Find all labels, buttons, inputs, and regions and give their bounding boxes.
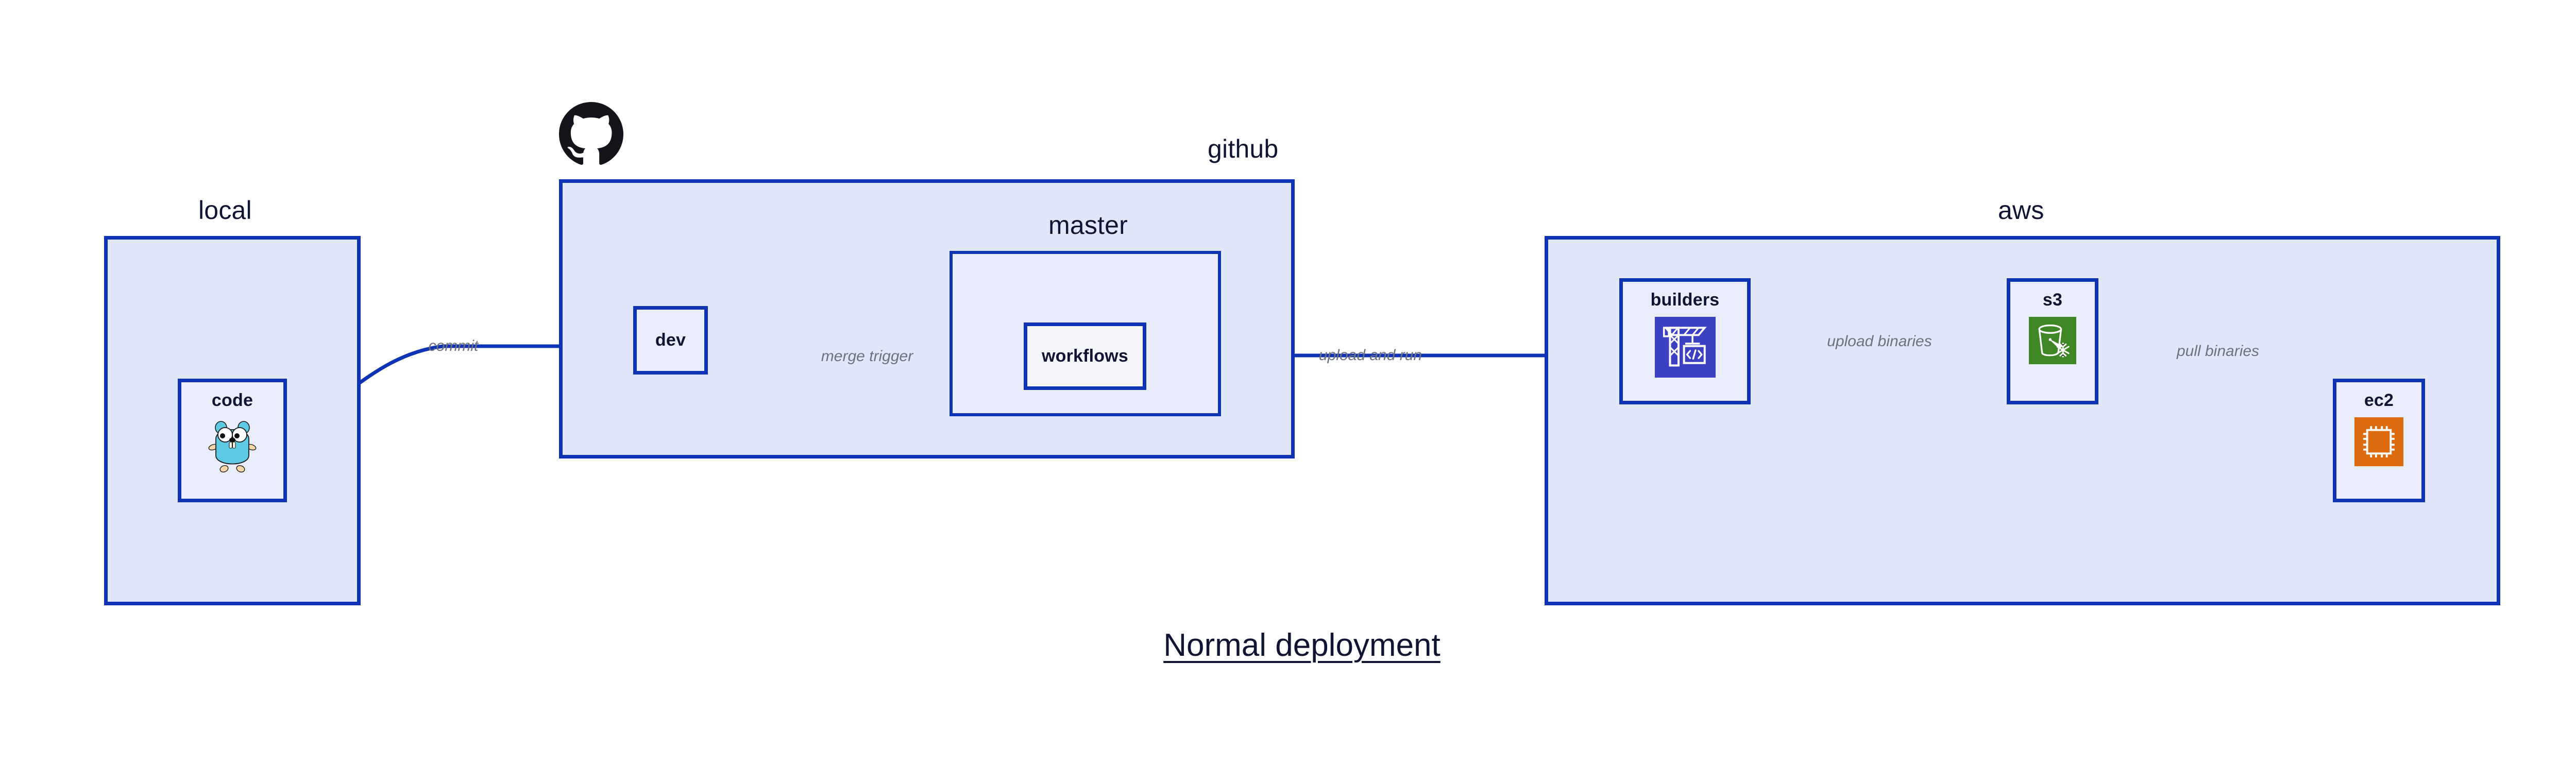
node-code[interactable]: code <box>178 379 287 502</box>
github-octocat-icon <box>559 102 623 169</box>
node-dev[interactable]: dev <box>633 306 708 375</box>
edge-label-merge-trigger: merge trigger <box>821 348 913 365</box>
group-local-label: local <box>198 196 252 225</box>
node-s3-label: s3 <box>2042 290 2063 310</box>
node-code-label: code <box>211 390 253 410</box>
diagram-title: Normal deployment <box>1163 627 1440 663</box>
group-local <box>104 236 361 605</box>
node-ec2[interactable]: ec2 <box>2333 379 2425 502</box>
node-workflows-label: workflows <box>1041 346 1129 366</box>
aws-s3-bucket-icon <box>2029 316 2076 367</box>
node-workflows[interactable]: workflows <box>1024 322 1146 390</box>
node-builders[interactable]: builders <box>1619 278 1751 404</box>
edge-label-upload-binaries: upload binaries <box>1827 333 1932 350</box>
group-aws-label: aws <box>1998 196 2044 225</box>
node-dev-label: dev <box>655 330 686 350</box>
go-gopher-icon <box>207 417 258 478</box>
edge-label-commit: commit <box>428 337 479 354</box>
edge-label-pull-binaries: pull binaries <box>2176 343 2260 360</box>
aws-ec2-chip-icon <box>2354 417 2403 469</box>
group-github-label: github <box>1208 134 1279 163</box>
node-s3[interactable]: s3 <box>2007 278 2098 404</box>
node-ec2-label: ec2 <box>2364 390 2394 410</box>
edge-label-upload-and-run: upload and run <box>1318 347 1422 364</box>
aws-codebuild-icon <box>1654 316 1716 380</box>
group-master-label: master <box>1048 211 1128 240</box>
node-builders-label: builders <box>1650 290 1720 310</box>
